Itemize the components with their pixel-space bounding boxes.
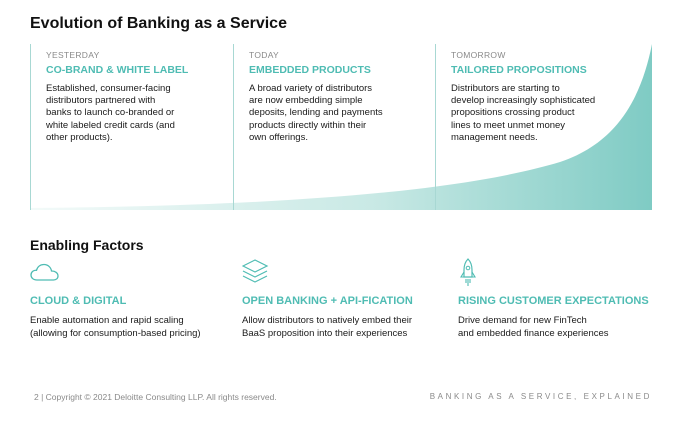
timeline-column-tomorrow: TOMORROW TAILORED PROPOSITIONS Distribut… (451, 50, 647, 144)
copyright-footer: 2 | Copyright © 2021 Deloitte Consulting… (34, 392, 277, 402)
column-heading: TAILORED PROPOSITIONS (451, 64, 587, 76)
factor-description: Enable automation and rapid scaling (all… (30, 315, 201, 339)
factor-heading: OPEN BANKING + API-FICATION (242, 295, 413, 307)
era-label: TODAY (249, 50, 279, 60)
document-series-title: BANKING AS A SERVICE, EXPLAINED (429, 392, 652, 401)
timeline-divider (30, 44, 31, 210)
era-label: YESTERDAY (46, 50, 100, 60)
evolution-timeline: YESTERDAY CO-BRAND & WHITE LABEL Establi… (30, 44, 652, 212)
factor-heading: RISING CUSTOMER EXPECTATIONS (458, 295, 649, 307)
page-title: Evolution of Banking as a Service (30, 15, 287, 32)
timeline-column-yesterday: YESTERDAY CO-BRAND & WHITE LABEL Establi… (46, 50, 234, 144)
era-label: TOMORROW (451, 50, 506, 60)
factor-description: Drive demand for new FinTech and embedde… (458, 315, 609, 339)
cloud-icon (30, 258, 245, 288)
column-heading: EMBEDDED PRODUCTS (249, 64, 371, 76)
section-title: Enabling Factors (30, 237, 144, 253)
factor-open-banking: OPEN BANKING + API-FICATION Allow distri… (241, 258, 457, 340)
timeline-column-today: TODAY EMBEDDED PRODUCTS A broad variety … (249, 50, 437, 144)
factor-heading: CLOUD & DIGITAL (30, 295, 127, 307)
factor-customer-expectations: RISING CUSTOMER EXPECTATIONS Drive deman… (458, 258, 673, 340)
column-description: Established, consumer-facing distributor… (46, 83, 175, 143)
layers-icon (241, 258, 457, 288)
column-description: Distributors are starting to develop inc… (451, 83, 596, 143)
column-description: A broad variety of distributors are now … (249, 83, 383, 143)
timeline-divider (435, 44, 436, 210)
growth-curve (30, 44, 652, 210)
factor-description: Allow distributors to natively embed the… (242, 315, 413, 339)
rocket-icon (458, 258, 673, 288)
timeline-divider (233, 44, 234, 210)
column-heading: CO-BRAND & WHITE LABEL (46, 64, 189, 76)
factor-cloud-digital: CLOUD & DIGITAL Enable automation and ra… (30, 258, 245, 340)
